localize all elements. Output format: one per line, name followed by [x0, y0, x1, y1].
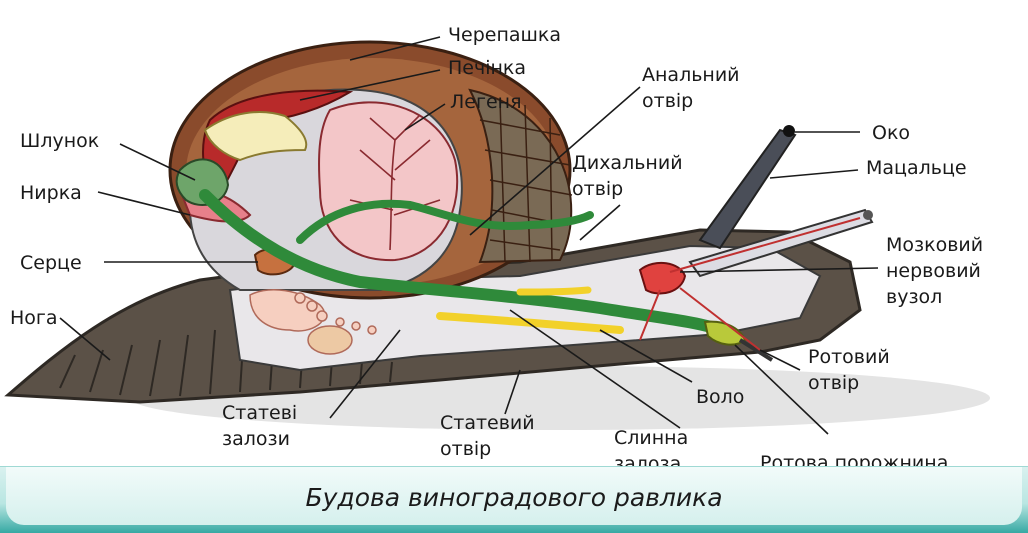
- label-reproductive-glands: Статеві залози: [222, 400, 297, 452]
- diagram-caption: Будова виноградового равлика: [6, 483, 1022, 512]
- label-heart: Серце: [20, 250, 82, 276]
- salivary-gland-2: [520, 290, 588, 292]
- label-crop: Воло: [696, 384, 744, 410]
- label-stomach: Шлунок: [20, 128, 99, 154]
- label-mouth-opening: Ротовий отвір: [808, 344, 890, 396]
- label-lung: Легеня: [450, 89, 522, 115]
- label-cerebral-ganglion: Мозковий нервовий вузол: [886, 232, 983, 310]
- caption-bar: Будова виноградового равлика: [0, 466, 1028, 533]
- lower-tentacle-tip: [863, 210, 873, 220]
- label-liver: Печінка: [448, 55, 526, 81]
- caption-panel: Будова виноградового равлика: [6, 467, 1022, 525]
- label-eye: Око: [872, 120, 910, 146]
- label-anal-opening: Анальний отвір: [642, 62, 740, 114]
- label-tentacle: Мацальце: [866, 155, 967, 181]
- eye: [783, 125, 795, 137]
- label-shell: Черепашка: [448, 22, 561, 48]
- label-foot: Нога: [10, 305, 58, 331]
- label-breathing-opening: Дихальний отвір: [572, 150, 683, 202]
- label-genital-opening: Статевий отвір: [440, 410, 535, 462]
- label-kidney: Нирка: [20, 180, 82, 206]
